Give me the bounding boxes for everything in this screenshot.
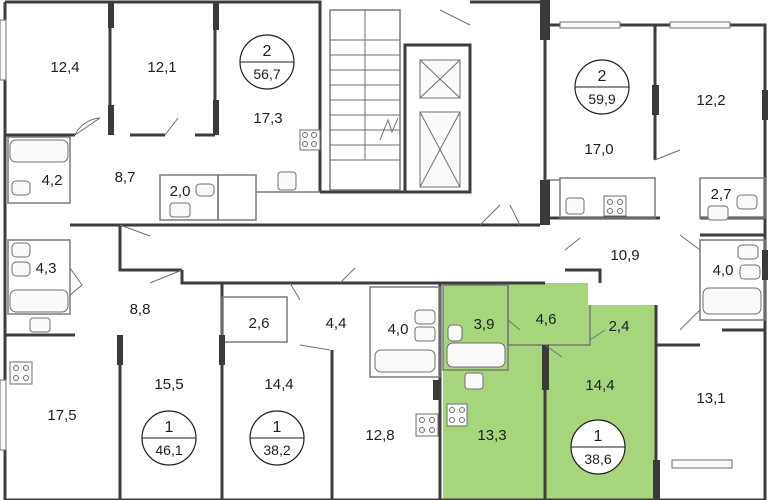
room-area: 17,3: [253, 110, 282, 127]
apartment-rooms: 2: [598, 68, 607, 85]
apartment-rooms: 2: [263, 43, 272, 60]
elevator-shafts: [419, 59, 461, 188]
apartment-area: 38,6: [584, 451, 611, 467]
room-area: 12,4: [50, 59, 79, 76]
apartment-area: 59,9: [588, 91, 615, 107]
room-area: 4,0: [388, 321, 409, 338]
room-area: 13,1: [696, 390, 725, 407]
room-area: 13,3: [477, 427, 506, 444]
room-area: 15,5: [154, 376, 183, 393]
apartment-badge[interactable]: 2 56,7: [239, 34, 295, 90]
apartment-area: 46,1: [155, 442, 182, 458]
stoves: [9, 129, 627, 437]
room-area: 12,1: [147, 59, 176, 76]
apartment-badge-highlighted[interactable]: 1 38,6: [570, 419, 626, 475]
room-area: 14,4: [585, 377, 614, 394]
apartment-area: 56,7: [253, 66, 280, 82]
room-area: 12,2: [696, 92, 725, 109]
room-area: 2,6: [249, 315, 270, 332]
apartment-rooms: 1: [273, 419, 282, 436]
room-area: 17,5: [47, 407, 76, 424]
room-area: 10,9: [610, 247, 639, 264]
room-area-labels: 12,4 12,1 17,3 4,2 8,7 2,0 17,0 12,2 2,7…: [36, 59, 734, 444]
room-area: 4,4: [326, 315, 347, 332]
apartment-rooms: 1: [594, 428, 603, 445]
apartment-badge[interactable]: 1 38,2: [249, 410, 305, 466]
room-area: 2,0: [170, 183, 191, 200]
room-area: 4,0: [713, 262, 734, 279]
room-area: 2,4: [609, 318, 630, 335]
apartment-badge[interactable]: 1 46,1: [141, 410, 197, 466]
columns: [108, 0, 768, 500]
room-area: 4,6: [536, 311, 557, 328]
apartment-badge[interactable]: 2 59,9: [574, 59, 630, 115]
toilets: [11, 180, 761, 342]
staircase: [329, 9, 401, 191]
room-area: 8,8: [130, 301, 151, 318]
apartment-area: 38,2: [263, 442, 290, 458]
room-area: 3,9: [474, 316, 495, 333]
room-area: 17,0: [584, 141, 613, 158]
room-area: 4,3: [36, 260, 57, 277]
apartment-rooms: 1: [165, 419, 174, 436]
room-area: 2,7: [711, 186, 732, 203]
room-area: 4,2: [42, 172, 63, 189]
doors: [69, 9, 701, 358]
room-area: 14,4: [264, 376, 293, 393]
room-area: 8,7: [115, 169, 136, 186]
bathtubs: [9, 139, 762, 373]
sinks: [29, 171, 729, 390]
partitions: [7, 136, 766, 378]
room-area: 12,8: [365, 427, 394, 444]
windows: [0, 19, 733, 469]
